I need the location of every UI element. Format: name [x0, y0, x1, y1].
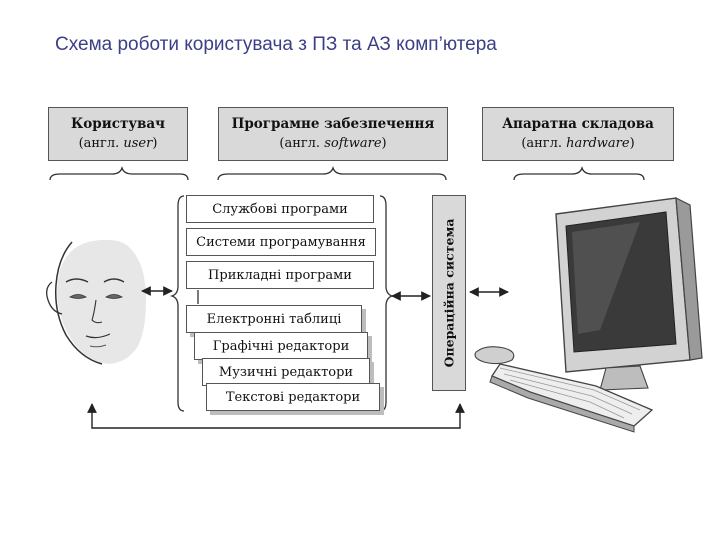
hardware-brace	[513, 165, 645, 181]
user-face-illustration	[46, 239, 146, 365]
operating-system-box: Операційна система	[432, 195, 466, 391]
software-left-brace	[169, 195, 185, 412]
software-header: Програмне забезпечення (англ. software)	[218, 107, 448, 161]
software-header-sub: (англ. software)	[279, 136, 387, 151]
user-brace	[49, 165, 189, 181]
hardware-header-label: Апаратна складова	[502, 116, 654, 132]
user-header: Користувач (англ. user)	[48, 107, 188, 161]
feedback-arrow	[87, 403, 465, 429]
software-category-item: Прикладні програми	[186, 261, 374, 289]
software-category-item: Службові програми	[186, 195, 374, 223]
applied-program-item: Текстові редактори	[206, 383, 380, 411]
page-title: Схема роботи користувача з ПЗ та АЗ комп…	[55, 34, 497, 55]
applied-program-item: Електронні таблиці	[186, 305, 362, 333]
software-category-item: Системи програмування	[186, 228, 376, 256]
user-header-label: Користувач	[71, 116, 165, 132]
software-right-brace	[379, 195, 395, 412]
hardware-header-sub: (англ. hardware)	[521, 136, 635, 151]
hardware-header: Апаратна складова (англ. hardware)	[482, 107, 674, 161]
applied-program-item: Графічні редактори	[194, 332, 368, 360]
operating-system-label: Операційна система	[441, 218, 457, 368]
computer-illustration	[474, 196, 703, 433]
software-brace	[217, 165, 447, 181]
software-header-label: Програмне забезпечення	[231, 116, 435, 132]
user-header-sub: (англ. user)	[78, 136, 158, 151]
applied-program-item: Музичні редактори	[202, 358, 370, 386]
